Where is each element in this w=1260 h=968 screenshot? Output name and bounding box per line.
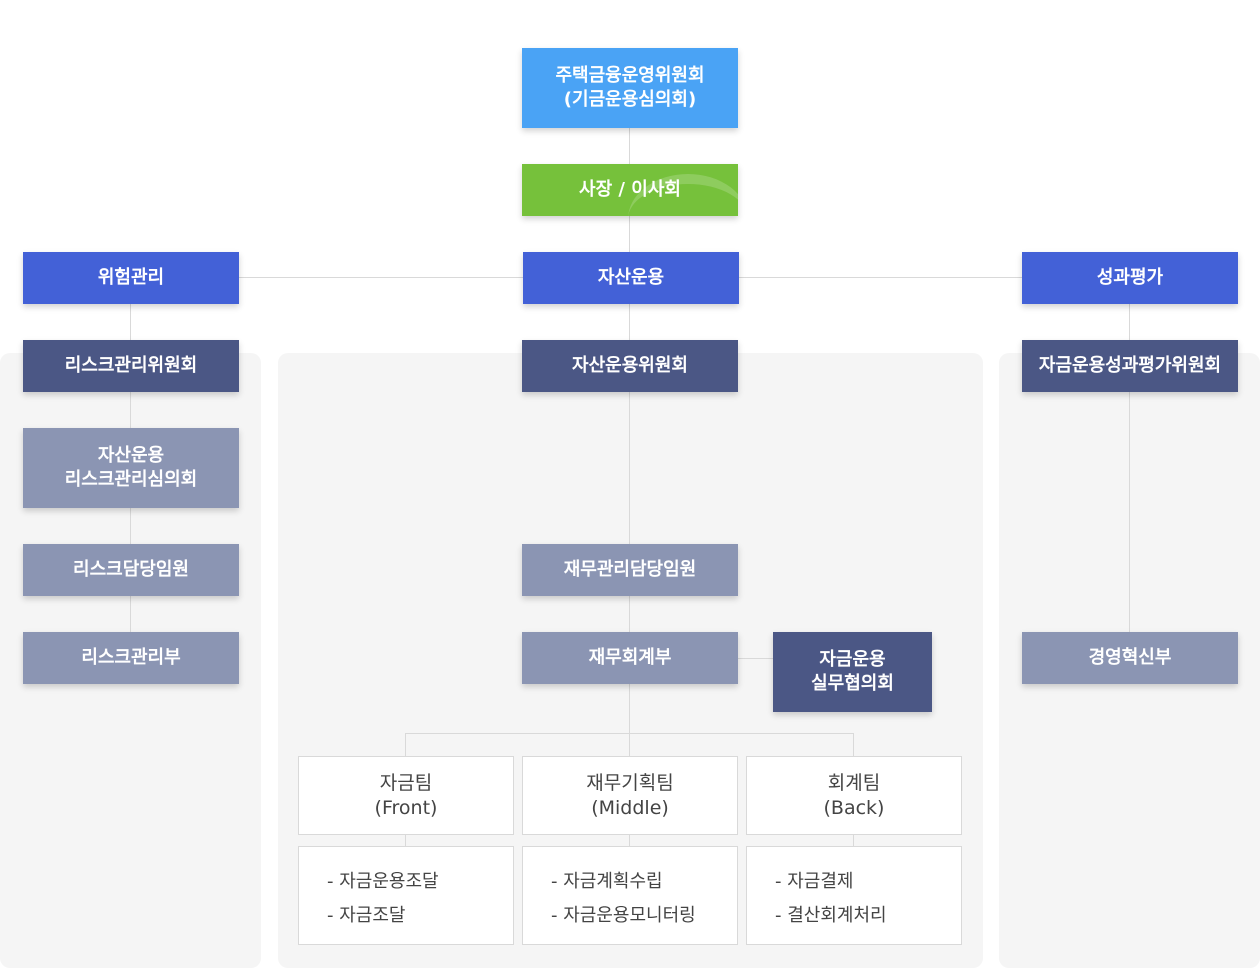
housing-finance-committee-box: 주택금융운영위원회 (기금운용심의회) [522,48,738,128]
ceo-board-label: 사장 / 이사회 [579,179,681,200]
risk-officer-box: 리스크담당임원 [23,544,239,596]
management-innovation-department-box: 경영혁신부 [1022,632,1238,684]
task-item: - 결산회계처리 [775,905,887,926]
teams-horizontal-connector [405,733,854,734]
task-item: - 자금운용모니터링 [551,905,696,926]
middle-team-tasks: - 자금계획수립 - 자금운용모니터링 [522,846,738,945]
decorative-wave [628,174,738,216]
front-team-box: 자금팀 (Front) [298,756,514,835]
task-item: - 자금운용조달 [327,871,439,892]
front-tasks-connector [405,834,406,847]
risk-management-branch: 위험관리 [23,252,239,304]
back-team-tasks: - 자금결제 - 결산회계처리 [746,846,962,945]
working-council-connector [737,658,774,659]
task-item: - 자금계획수립 [551,871,663,892]
risk-management-committee-box: 리스크관리위원회 [23,340,239,392]
risk-department-box: 리스크관리부 [23,632,239,684]
asset-risk-council-box: 자산운용 리스크관리심의회 [23,428,239,508]
performance-evaluation-branch: 성과평가 [1022,252,1238,304]
back-team-connector [853,733,854,757]
performance-committee-box: 자금운용성과평가위원회 [1022,340,1238,392]
front-team-connector [405,733,406,757]
back-tasks-connector [853,834,854,847]
back-team-box: 회계팀 (Back) [746,756,962,835]
fund-working-council-box: 자금운용 실무협의회 [773,632,932,712]
task-item: - 자금결제 [775,871,854,892]
asset-management-branch: 자산운용 [523,252,739,304]
finance-officer-box: 재무관리담당임원 [522,544,738,596]
ceo-board-box: 사장 / 이사회 [522,164,738,216]
finance-accounting-department-box: 재무회계부 [522,632,738,684]
middle-team-box: 재무기획팀 (Middle) [522,756,738,835]
asset-management-committee-box: 자산운용위원회 [522,340,738,392]
task-item: - 자금조달 [327,905,406,926]
middle-tasks-connector [629,834,630,847]
performance-vertical-connector [1129,303,1130,633]
center-vertical-connector [629,127,630,757]
front-team-tasks: - 자금운용조달 - 자금조달 [298,846,514,945]
